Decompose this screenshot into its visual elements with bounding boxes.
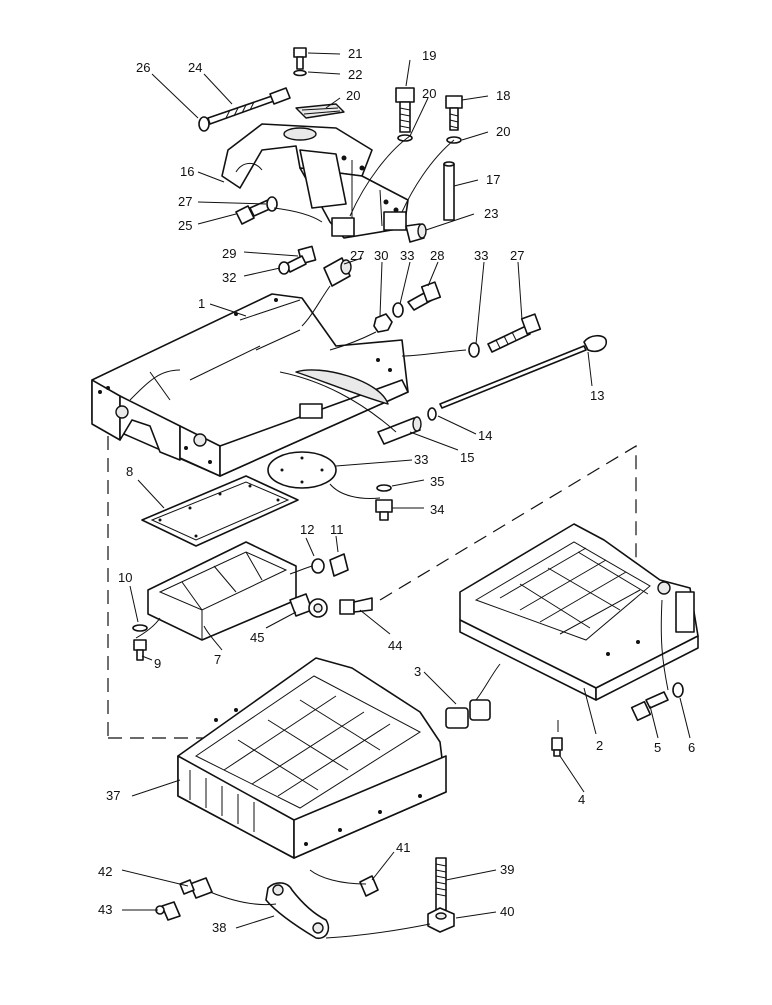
cover-plate-part [267,451,337,489]
callout-21: 20 [346,88,360,103]
sump-pan-part [147,541,297,641]
callout-19: 19 [422,48,436,63]
callout-16: 16 [180,164,194,179]
sump-bolt-part [132,624,148,661]
callout-39: 39 [500,862,514,877]
dowel-part [323,257,352,287]
callout-11: 11 [330,522,344,537]
callout-15: 15 [460,450,474,465]
callout-labels: 21 22 20 26 24 19 20 18 20 17 23 16 27 2… [98,46,695,935]
lower-casing-part [177,657,447,859]
callout-33-center: 33 [400,248,414,263]
callout-40: 40 [500,904,514,919]
callout-45: 45 [250,630,264,645]
side-bolt-part [235,196,278,225]
callout-9: 9 [154,656,161,671]
banjo-bolt-part [339,597,373,615]
callout-34: 33 [414,452,428,467]
callout-33-right: 33 [474,248,488,263]
callout-10: 10 [118,570,132,585]
callout-13: 13 [590,388,604,403]
tube-part [377,416,422,445]
main-casing-part [91,293,409,477]
callout-38: 38 [212,920,226,935]
callout-30: 28 [430,248,444,263]
bush-pair-part [445,699,491,729]
nut-40-part [427,907,455,933]
leader-lines [121,52,691,939]
callout-29: 27 [510,248,524,263]
callout-6: 6 [688,740,695,755]
callout-1: 1 [198,296,205,311]
callout-42: 42 [98,864,112,879]
callout-17: 17 [486,172,500,187]
banjo-fitting-part [289,593,328,618]
long-bolt-part [198,87,291,132]
callout-20-upper: 20 [422,86,436,101]
callout-5: 5 [654,740,661,755]
small-bolt-part [293,47,307,77]
callout-3: 3 [414,664,421,679]
vertical-bolt-18 [445,95,463,144]
sump-gasket-part [141,475,299,547]
bolt-31-part [278,245,317,275]
callout-43: 43 [98,902,112,917]
callout-26: 25 [178,218,192,233]
stud-part [435,857,447,911]
callout-7: 7 [214,652,221,667]
top-housing-part [221,123,409,239]
pin-part [443,161,455,221]
bracket-part [265,882,330,940]
nut-32-part [373,281,442,333]
drain-plug-part [311,553,349,577]
grease-nipple-part [155,901,181,921]
callout-24: 23 [484,206,498,221]
vertical-bolt-19 [395,87,415,142]
callout-22: 21 [348,46,362,61]
gasket-part [295,103,345,119]
callout-37: 37 [106,788,120,803]
callout-12: 12 [300,522,314,537]
callout-32: 30 [374,248,388,263]
bolt-29-part [468,313,542,358]
o-ring-part [427,407,437,421]
elbow-fitting-part [179,877,213,899]
callout-36: 35 [430,474,444,489]
callout-18: 18 [496,88,510,103]
callout-23: 22 [348,67,362,82]
bolt-35-part [375,484,393,521]
dipstick-part [439,334,608,409]
bush-part [405,223,427,243]
callout-27-mid: 27 [178,194,192,209]
callout-31: 29 [222,246,236,261]
callout-44: 44 [388,638,402,653]
callout-14: 14 [478,428,492,443]
callout-35: 34 [430,502,444,517]
casing-bolt-part [630,682,684,722]
callout-2: 2 [596,738,603,753]
callout-8: 8 [126,464,133,479]
callout-27-top: 26 [136,60,150,75]
bush-41-part [359,875,379,897]
callout-33-left: 32 [222,270,236,285]
grease-fitting-part [551,737,563,757]
callout-20-lower: 20 [496,124,510,139]
rear-casing-part [459,523,699,701]
callout-25: 24 [188,60,202,75]
callout-41: 41 [396,840,410,855]
callout-28: 27 [350,248,364,263]
callout-4: 4 [578,792,585,807]
